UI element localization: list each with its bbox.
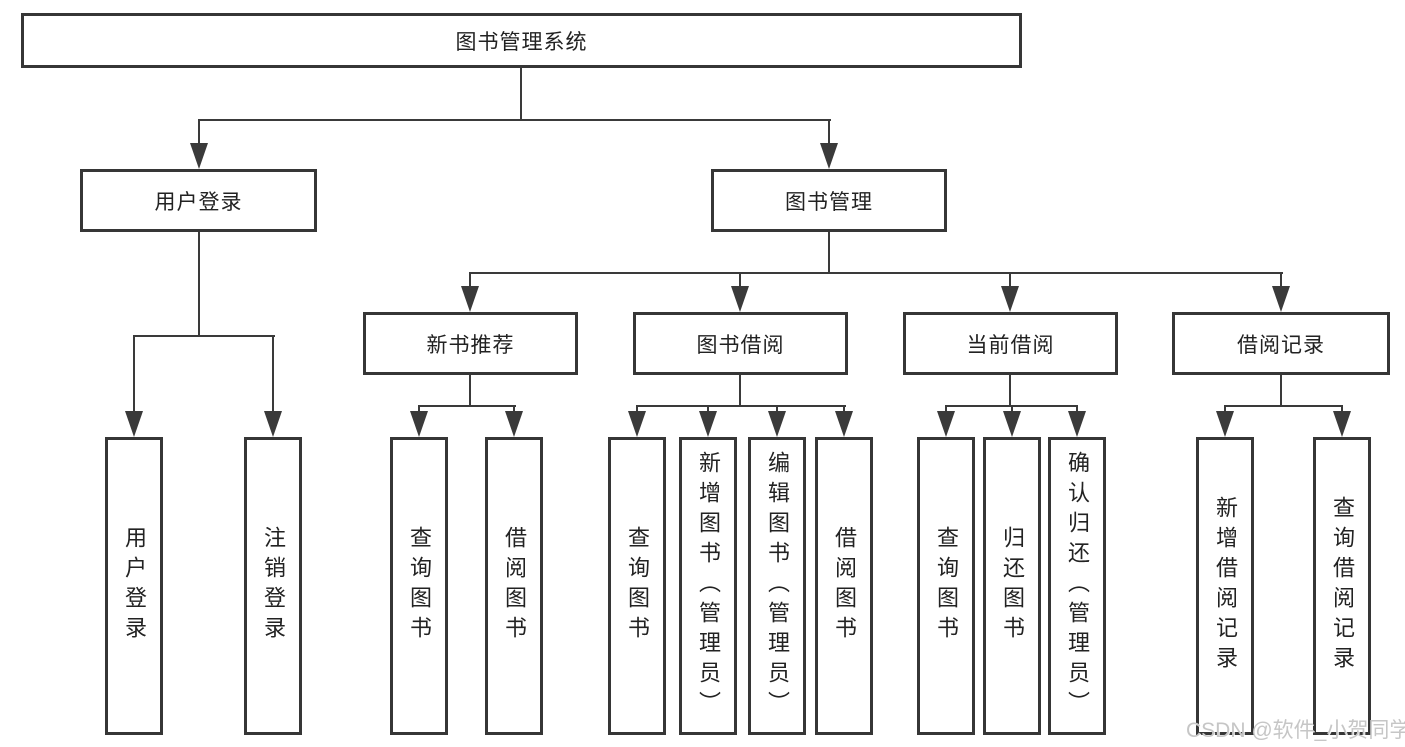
leaf-add-borrow-record: 新增借阅记录 [1196,437,1254,735]
arrow-down-icon [699,411,717,437]
connector-vline [520,68,522,119]
connector-hline [198,119,831,121]
node-label: 新增借阅记录 [1213,496,1238,676]
leaf-return-book: 归还图书 [983,437,1041,735]
node-user-login-group: 用户登录 [80,169,317,232]
connector-hline [469,272,1283,274]
connector-vline [469,375,471,407]
connector-hline [1224,405,1343,407]
arrow-down-icon [768,411,786,437]
arrow-down-icon [125,411,143,437]
node-label: 新书推荐 [426,333,515,357]
leaf-borrow-book-recommend: 借阅图书 [485,437,543,735]
connector-vline [1280,375,1282,407]
leaf-query-book-current: 查询图书 [917,437,975,735]
connector-vline [469,272,471,288]
arrow-down-icon [505,411,523,437]
arrow-down-icon [1003,411,1021,437]
arrow-down-icon [190,143,208,169]
arrow-down-icon [628,411,646,437]
arrow-down-icon [264,411,282,437]
connector-vline [1280,272,1282,288]
node-label: 查询图书 [625,526,650,646]
node-book-management: 图书管理 [711,169,947,232]
leaf-add-book-admin: 新增图书（管理员） [679,437,737,735]
arrow-down-icon [1068,411,1086,437]
leaf-query-borrow-record: 查询借阅记录 [1313,437,1371,735]
connector-hline [636,405,846,407]
arrow-down-icon [1272,286,1290,312]
node-label: 编辑图书（管理员） [765,451,790,721]
node-current-borrow: 当前借阅 [903,312,1118,375]
leaf-confirm-return-admin: 确认归还（管理员） [1048,437,1106,735]
connector-vline [739,272,741,288]
connector-vline [513,405,515,415]
node-root-library-system: 图书管理系统 [21,13,1022,68]
arrow-down-icon [1216,411,1234,437]
connector-vline [1011,405,1013,415]
arrow-down-icon [835,411,853,437]
node-label: 用户登录 [122,526,147,646]
connector-vline [1341,405,1343,415]
connector-vline [945,405,947,415]
connector-vline [636,405,638,415]
connector-vline [272,335,274,413]
leaf-query-book-borrow: 查询图书 [608,437,666,735]
connector-vline [198,232,200,337]
node-label: 图书管理 [785,190,873,214]
node-label: 新增图书（管理员） [696,451,721,721]
leaf-borrow-book: 借阅图书 [815,437,873,735]
connector-vline [1224,405,1226,415]
node-label: 当前借阅 [966,333,1055,357]
connector-hline [133,335,275,337]
arrow-down-icon [820,143,838,169]
node-label: 借阅记录 [1237,333,1325,357]
connector-vline [1009,272,1011,288]
node-book-borrow: 图书借阅 [633,312,848,375]
node-label: 借阅图书 [502,526,527,646]
arrow-down-icon [731,286,749,312]
node-label: 归还图书 [1000,526,1025,646]
connector-vline [418,405,420,415]
arrow-down-icon [410,411,428,437]
connector-vline [707,405,709,415]
connector-vline [828,232,830,274]
leaf-user-login: 用户登录 [105,437,163,735]
node-borrow-records: 借阅记录 [1172,312,1390,375]
node-label: 图书管理系统 [455,30,588,54]
connector-vline [198,119,200,145]
connector-vline [843,405,845,415]
csdn-watermark: CSDN @软件_小贺同学 [1186,719,1405,742]
leaf-edit-book-admin: 编辑图书（管理员） [748,437,806,735]
connector-vline [1009,375,1011,407]
connector-hline [418,405,516,407]
node-label: 确认归还（管理员） [1065,451,1090,721]
leaf-query-book-recommend: 查询图书 [390,437,448,735]
node-new-book-recommend: 新书推荐 [363,312,578,375]
arrow-down-icon [937,411,955,437]
node-label: 查询图书 [407,526,432,646]
connector-vline [776,405,778,415]
node-label: 查询借阅记录 [1330,496,1355,676]
node-label: 注销登录 [261,526,286,646]
leaf-logout: 注销登录 [244,437,302,735]
node-label: 用户登录 [154,190,243,214]
node-label: 查询图书 [934,526,959,646]
connector-vline [739,375,741,407]
arrow-down-icon [461,286,479,312]
connector-vline [1076,405,1078,415]
arrow-down-icon [1333,411,1351,437]
connector-vline [828,119,830,145]
connector-vline [133,335,135,413]
node-label: 图书借阅 [696,333,785,357]
arrow-down-icon [1001,286,1019,312]
node-label: 借阅图书 [832,526,857,646]
